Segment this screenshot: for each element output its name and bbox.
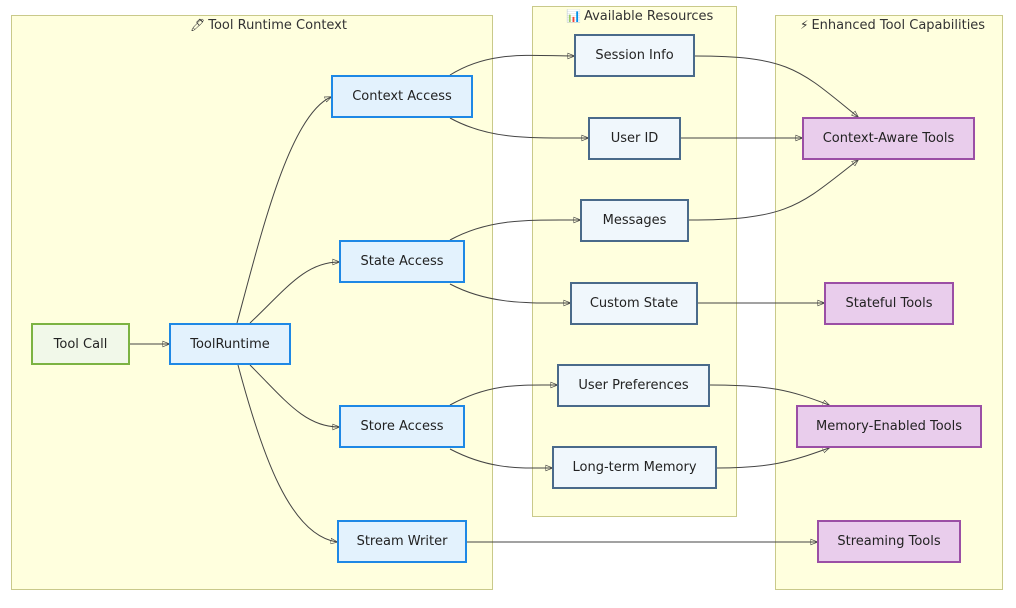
cluster-title-text: Available Resources: [583, 9, 714, 24]
node-memory-enabled-tools[interactable]: Memory-Enabled Tools: [796, 405, 982, 448]
edge-long-term-memory-to-memory-enabled-tools: [716, 448, 829, 469]
edge-tool-runtime-to-stream-writer: [237, 364, 337, 542]
edge-tool-runtime-to-state-access: [249, 262, 339, 324]
node-user-id[interactable]: User ID: [588, 117, 681, 160]
node-context-aware-tools[interactable]: Context-Aware Tools: [802, 117, 975, 160]
cluster-available-resources: 📊Available Resources: [532, 6, 737, 517]
node-store-access[interactable]: Store Access: [339, 405, 465, 448]
node-tool-call[interactable]: Tool Call: [31, 323, 130, 365]
edge-user-preferences-to-memory-enabled-tools: [709, 384, 829, 405]
cluster-title-text: Enhanced Tool Capabilities: [811, 18, 986, 33]
cluster-title-text: Tool Runtime Context: [208, 18, 347, 33]
node-user-preferences[interactable]: User Preferences: [557, 364, 710, 407]
edge-state-access-to-messages: [449, 220, 580, 241]
node-state-access[interactable]: State Access: [339, 240, 465, 283]
node-stateful-tools[interactable]: Stateful Tools: [824, 282, 954, 325]
edge-tool-runtime-to-context-access: [236, 97, 331, 324]
cluster-title: ⚡Enhanced Tool Capabilities: [800, 18, 1002, 33]
node-custom-state[interactable]: Custom State: [570, 282, 698, 325]
edge-context-access-to-session-info: [449, 55, 574, 76]
edge-store-access-to-long-term-memory: [449, 448, 552, 468]
cluster-title: 📊Available Resources: [566, 9, 736, 24]
edge-tool-runtime-to-store-access: [249, 364, 339, 427]
cluster-title: 🖊Tool Runtime Context: [190, 18, 492, 33]
edge-context-access-to-user-id: [449, 117, 588, 138]
node-messages[interactable]: Messages: [580, 199, 689, 242]
node-stream-writer[interactable]: Stream Writer: [337, 520, 467, 563]
node-streaming-tools[interactable]: Streaming Tools: [817, 520, 961, 563]
node-long-term-memory[interactable]: Long-term Memory: [552, 446, 717, 489]
edge-messages-to-context-aware-tools: [688, 160, 858, 221]
node-tool-runtime[interactable]: ToolRuntime: [169, 323, 291, 365]
pen-icon: 🖊: [190, 18, 206, 32]
edge-store-access-to-user-preferences: [449, 385, 557, 406]
node-session-info[interactable]: Session Info: [574, 34, 695, 77]
node-context-access[interactable]: Context Access: [331, 75, 473, 118]
lightning-icon: ⚡: [800, 18, 809, 32]
edge-state-access-to-custom-state: [449, 283, 570, 303]
edge-session-info-to-context-aware-tools: [694, 55, 858, 117]
bar-chart-icon: 📊: [566, 9, 581, 23]
